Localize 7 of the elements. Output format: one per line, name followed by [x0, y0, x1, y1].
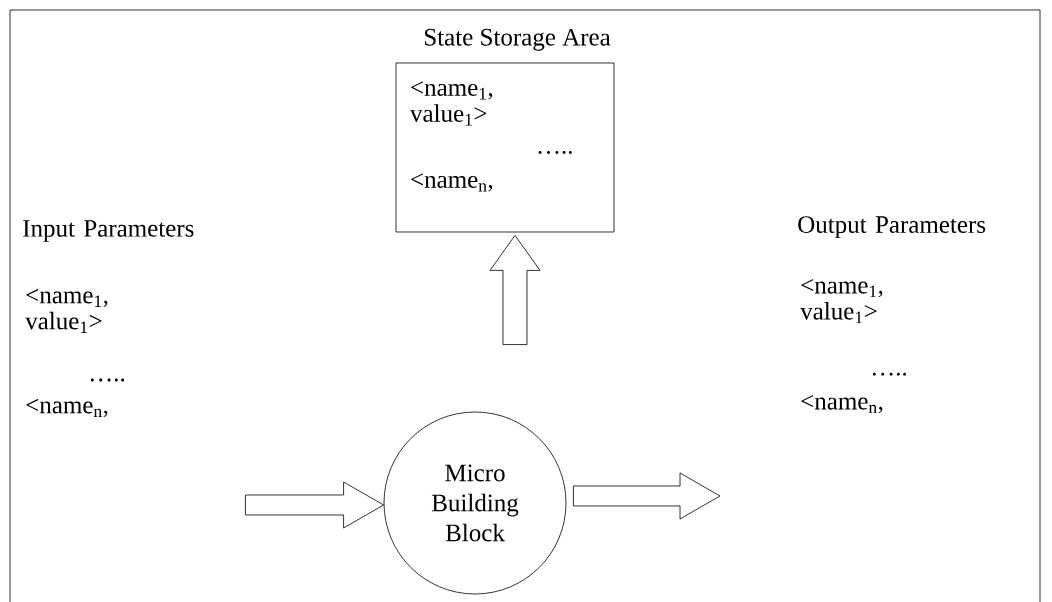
block-arrow [573, 472, 721, 520]
block-arrow [489, 235, 541, 345]
storage-box: State Storage Area <name$_{1}$, value$_{1}$> ….. <name$_{n}$, [395, 28, 615, 233]
parameter-list: Output Parameters <name$_{1}$, value$_{1}$> ….. <name$_{n}$, [798, 216, 986, 414]
block-arrow [245, 481, 384, 529]
node-label: State Storage Area [424, 28, 611, 51]
parameter-list: Input Parameters <name$_{1}$, value$_{1}$> ….. <name$_{n}$, [23, 220, 194, 418]
